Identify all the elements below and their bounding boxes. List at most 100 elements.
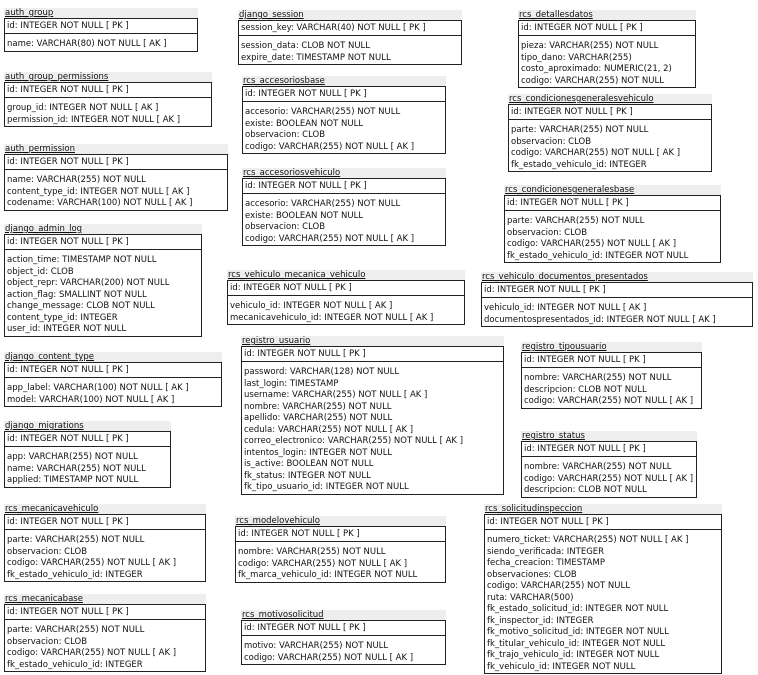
entity-box: id: INTEGER NOT NULL [ PK ]accesorio: VA… [242, 178, 446, 246]
attribute-row: codigo: VARCHAR(255) NOT NULL [ AK ] [7, 558, 177, 568]
primary-key-row: id: INTEGER NOT NULL [ PK ] [519, 21, 695, 36]
entity-title: django_content_type [4, 352, 222, 362]
attribute-row: session_data: CLOB NOT NULL [241, 41, 371, 51]
attribute-row: fecha_creacion: TIMESTAMP [487, 558, 605, 568]
attribute-row: fk_estado_vehiculo_id: INTEGER NOT NULL [507, 250, 689, 261]
attribute-row: nombre: VARCHAR(255) NOT NULL [524, 462, 672, 472]
attribute-row: user_id: INTEGER NOT NULL [7, 324, 127, 334]
primary-key-row: id: INTEGER NOT NULL [ PK ] [242, 621, 445, 636]
entity-title: registro_status [521, 431, 697, 441]
entity-box: id: INTEGER NOT NULL [ PK ] pieza: VARCHA… [518, 20, 696, 88]
entity-title: rcs_motivosolicitud [241, 610, 446, 620]
attribute-row: fk_marca_vehiculo_id: INTEGER NOT NULL [238, 570, 418, 580]
entity-box: id: INTEGER NOT NULL [ PK ]nombre: VARCH… [235, 526, 446, 583]
attribute-row: ruta: VARCHAR(500) [487, 592, 574, 603]
primary-key-row: id: INTEGER NOT NULL [ PK ] [505, 196, 720, 211]
primary-key-row: id: INTEGER NOT NULL [ PK ] [228, 281, 464, 296]
entity-title: django_migrations [4, 421, 171, 431]
attribute-row: fk_titular_vehiculo_id: INTEGER NOT NULL [487, 638, 666, 649]
entity-box: id: INTEGER NOT NULL [ PK ] nombre: VARCH… [521, 441, 697, 498]
entity-box: id: INTEGER NOT NULL [ PK ]parte: VARCHA… [508, 104, 712, 172]
attribute-row: expire_date: TIMESTAMP NOT NULL [241, 52, 391, 63]
attribute-row: fk_estado_solicitud_id: INTEGER NOT NULL [487, 604, 669, 614]
attribute-row: fk_vehiculo_id: INTEGER NOT NULL [487, 661, 636, 672]
attribute-row: fk_status: INTEGER NOT NULL [244, 470, 371, 481]
attribute-row: fk_estado_vehiculo_id: INTEGER [7, 569, 143, 580]
attribute-list: numero_ticket: VARCHAR(255) NOT NULL [ A… [485, 530, 721, 673]
attribute-row: codigo: VARCHAR(255) NOT NULL [ AK ] [7, 648, 177, 658]
attribute-row: accesorio: VARCHAR(255) NOT NULL [245, 199, 401, 209]
attribute-row: siendo_verificada: INTEGER [487, 546, 605, 557]
entity-title: registro_usuario [241, 336, 504, 346]
attribute-row: codigo: VARCHAR(255) NOT NULL [ AK ] [245, 233, 415, 244]
attribute-row: applied: TIMESTAMP NOT NULL [7, 475, 139, 485]
attribute-row: observacion: CLOB [7, 546, 88, 557]
attribute-row: documentospresentados_id: INTEGER NOT NU… [484, 314, 716, 325]
primary-key-row: id: INTEGER NOT NULL [ PK ] [522, 442, 696, 457]
attribute-list: app_label: VARCHAR(100) NOT NULL [ AK ]m… [5, 378, 221, 406]
attribute-row: app_label: VARCHAR(100) NOT NULL [ AK ] [7, 383, 189, 393]
attribute-row: object_id: CLOB [7, 266, 74, 277]
attribute-list: vehiculo_id: INTEGER NOT NULL [ AK ]docu… [482, 298, 752, 326]
primary-key-row: id: INTEGER NOT NULL [ PK ] [522, 353, 701, 368]
entity-box: id: INTEGER NOT NULL [ PK ]name: VARCHAR… [4, 18, 198, 52]
entity-box: id: INTEGER NOT NULL [ PK ]name: VARCHAR… [4, 154, 228, 211]
attribute-row: codigo: VARCHAR(255) NOT NULL [521, 75, 664, 86]
primary-key-row: id: INTEGER NOT NULL [ PK ] [242, 347, 503, 362]
attribute-row: last_login: TIMESTAMP [244, 378, 339, 389]
entity-title: django_admin_log [4, 224, 202, 234]
attribute-row: pieza: VARCHAR(255) NOT NULL [521, 41, 659, 51]
attribute-row: intentos_login: INTEGER NOT NULL [244, 447, 393, 458]
entity-title: rcs_condicionesgeneralesbase [504, 185, 721, 195]
attribute-row: vehiculo_id: INTEGER NOT NULL [ AK ] [230, 301, 393, 311]
attribute-row: codigo: VARCHAR(255) NOT NULL [ AK ] [244, 652, 414, 663]
entity-box: id: INTEGER NOT NULL [ PK ]numero_ticket… [484, 514, 722, 674]
entity-box: id: INTEGER NOT NULL [ PK ]app: VARCHAR(… [4, 431, 171, 488]
attribute-row: name: VARCHAR(255) NOT NULL [7, 175, 146, 185]
attribute-row: change_message: CLOB NOT NULL [7, 301, 155, 311]
attribute-row: fk_estado_vehiculo_id: INTEGER [511, 159, 647, 170]
attribute-row: descripcion: CLOB NOT NULL [524, 485, 647, 495]
attribute-row: permission_id: INTEGER NOT NULL [ AK ] [7, 114, 181, 125]
entity-box: id: INTEGER NOT NULL [ PK ]vehiculo_id: … [481, 282, 753, 327]
attribute-row: name: VARCHAR(255) NOT NULL [7, 463, 146, 474]
attribute-row: existe: BOOLEAN NOT NULL [245, 210, 364, 221]
primary-key-row: id: INTEGER NOT NULL [ PK ] [5, 155, 227, 170]
entity-title: rcs_vehiculo_documentos_presentados [481, 272, 753, 282]
primary-key-row: id: INTEGER NOT NULL [ PK ] [5, 363, 221, 378]
attribute-list: group_id: INTEGER NOT NULL [ AK ]permiss… [5, 98, 211, 126]
attribute-row: username: VARCHAR(255) NOT NULL [ AK ] [244, 390, 428, 400]
